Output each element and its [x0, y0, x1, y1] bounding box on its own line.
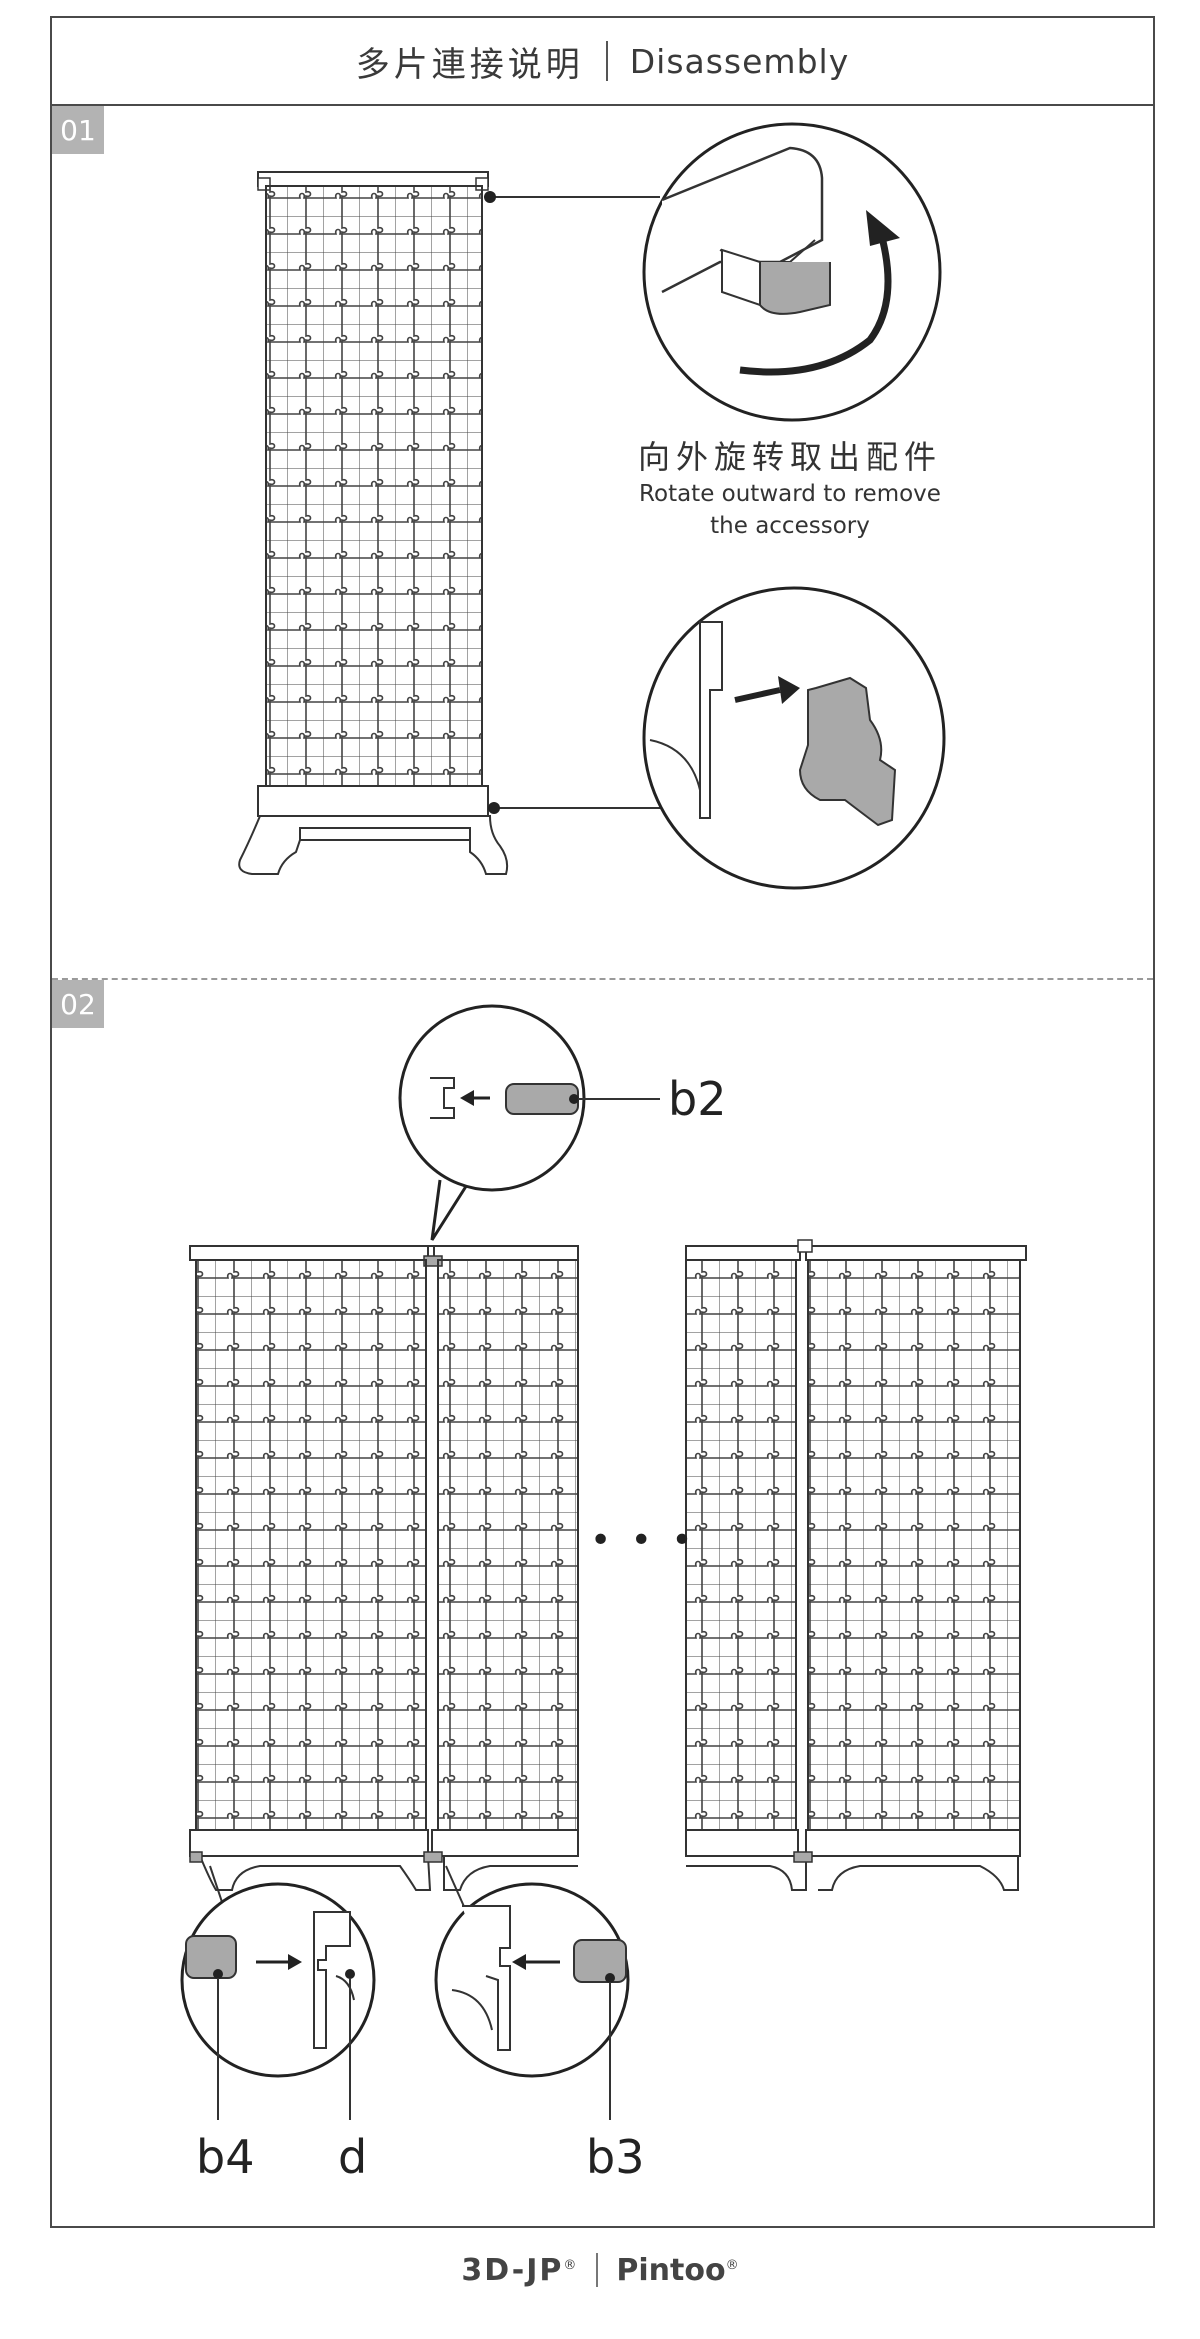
- title-separator: [605, 41, 608, 81]
- zoom-bottom-connector-b4: [180, 1865, 376, 2120]
- brand-3djp: 3D-JP®: [461, 2252, 579, 2288]
- part-label-d: d: [338, 2130, 368, 2184]
- caption-en-line2: the accessory: [710, 513, 870, 539]
- panel-ellipsis: • • •: [590, 1520, 697, 1561]
- step-divider: [52, 978, 1153, 980]
- zoom-side-accessory: [642, 586, 946, 890]
- step1-caption: 向外旋转取出配件 Rotate outward to remove the ac…: [580, 432, 1000, 542]
- zoom-bottom-connector-b3: [434, 1865, 630, 2120]
- instruction-frame: 多片連接说明 Disassembly 01 02: [50, 16, 1155, 2228]
- footer-brand: 3D-JP® Pintoo®: [0, 2240, 1200, 2300]
- step-badge-02: 02: [52, 980, 104, 1028]
- callout-dot-top: [484, 191, 496, 203]
- caption-en-line1: Rotate outward to remove: [639, 481, 941, 507]
- part-label-b4: b4: [196, 2130, 255, 2184]
- title-zh: 多片連接说明: [355, 44, 584, 85]
- brand-separator: [596, 2253, 599, 2287]
- part-label-b2: b2: [668, 1072, 727, 1126]
- step-badge-01: 01: [52, 106, 104, 154]
- multi-screen-panels: [189, 1239, 1027, 1891]
- brand-pintoo: Pintoo®: [616, 2252, 739, 2288]
- title-en: Disassembly: [629, 41, 850, 81]
- part-label-b3: b3: [586, 2130, 645, 2184]
- single-screen-panel: [238, 171, 509, 875]
- callout-dot-bottom: [488, 802, 500, 814]
- zoom-top-connector-b2: [398, 1004, 660, 1241]
- zoom-rotate-accessory: [642, 122, 942, 422]
- caption-zh: 向外旋转取出配件: [637, 438, 942, 476]
- page-title: 多片連接说明 Disassembly: [52, 18, 1153, 106]
